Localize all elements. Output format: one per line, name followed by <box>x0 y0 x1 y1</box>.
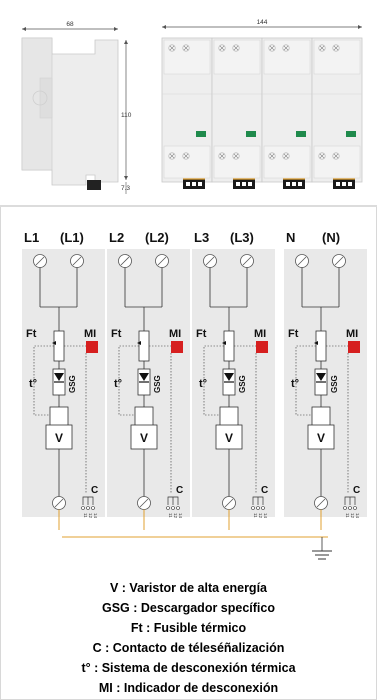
contact-pin-label: 11 <box>168 513 173 518</box>
dimension-height: 110 <box>121 112 132 119</box>
phase-label-paren: (N) <box>322 230 340 245</box>
contact-pin-label: 14 <box>178 513 183 519</box>
gsg-label: GSG <box>68 375 77 393</box>
legend-item: V : Varistor de alta energía <box>109 581 267 595</box>
phase-label-paren: (L2) <box>145 230 169 245</box>
gsg-arrester-icon <box>139 373 149 381</box>
contact-pin-label: 12 <box>88 513 93 519</box>
contact-label: C <box>353 485 360 496</box>
contact-label: C <box>176 485 183 496</box>
contact-label: C <box>91 485 98 496</box>
status-indicator-green <box>296 131 306 137</box>
contact-pin-label: 14 <box>93 513 98 519</box>
mi-label: MI <box>346 328 358 340</box>
legend-item: t° : Sistema de desconexión térmica <box>81 661 296 675</box>
ground-symbol-icon <box>312 550 332 560</box>
thermal-fuse <box>138 330 150 362</box>
dimension-base-offset: 7.3 <box>121 185 130 192</box>
contact-pin-label: 12 <box>258 513 263 519</box>
gsg-arrester-icon <box>224 373 234 381</box>
contact-pin-label: 12 <box>173 513 178 519</box>
legend-item: C : Contacto de téleséñalización <box>92 641 285 655</box>
contact-pin-label: 11 <box>345 513 350 518</box>
thermal-fuse <box>53 330 65 362</box>
front-module <box>261 37 313 189</box>
status-indicator-green <box>196 131 206 137</box>
front-view <box>161 37 363 189</box>
gsg-label: GSG <box>238 375 247 393</box>
varistor-label: V <box>317 431 325 445</box>
terminal-block <box>283 178 305 189</box>
front-module <box>311 37 363 189</box>
gsg-arrester-icon <box>54 373 64 381</box>
terminal-block <box>333 178 355 189</box>
status-indicator-green <box>346 131 356 137</box>
legend-item: Ft : Fusible térmico <box>130 621 247 635</box>
dimension-side-width: 68 <box>66 21 74 28</box>
t-label: t° <box>199 378 207 390</box>
dimension-front-width: 144 <box>257 19 268 26</box>
legend: V : Varistor de alta energía GSG : Desca… <box>0 578 377 698</box>
phase-label-paren: (L3) <box>230 230 254 245</box>
mi-label: MI <box>84 328 96 340</box>
mi-label: MI <box>254 328 266 340</box>
contact-pin-label: 12 <box>350 513 355 519</box>
thermal-fuse <box>223 330 235 362</box>
status-indicator-green <box>246 131 256 137</box>
legend-item: GSG : Descargador specífico <box>102 601 275 615</box>
varistor-label: V <box>225 431 233 445</box>
disconnect-indicator <box>348 341 360 353</box>
contact-label: C <box>261 485 268 496</box>
disconnect-indicator <box>171 341 183 353</box>
terminal-block <box>233 178 255 189</box>
contact-pin-label: 14 <box>263 513 268 519</box>
gsg-label: GSG <box>330 375 339 393</box>
ft-label: Ft <box>111 328 122 340</box>
mi-label: MI <box>169 328 181 340</box>
front-module <box>161 37 213 189</box>
front-module <box>211 37 263 189</box>
contact-pin-label: 14 <box>355 513 360 519</box>
contact-pin-label: 11 <box>253 513 258 518</box>
gsg-arrester-icon <box>316 373 326 381</box>
phase-label: L2 <box>109 230 124 245</box>
ft-label: Ft <box>26 328 37 340</box>
section-divider <box>0 205 377 207</box>
terminal-block <box>183 178 205 189</box>
phase-label-paren: (L1) <box>60 230 84 245</box>
side-terminal <box>87 180 101 190</box>
varistor <box>307 424 335 450</box>
phase-label: L1 <box>24 230 39 245</box>
t-label: t° <box>114 378 122 390</box>
dimension-drawing: 68 110 7.3 144 <box>0 0 377 205</box>
varistor <box>215 424 243 450</box>
logo-mark-icon <box>32 90 48 106</box>
varistor-label: V <box>140 431 148 445</box>
contact-pin-label: 11 <box>83 513 88 518</box>
ft-label: Ft <box>196 328 207 340</box>
phase-label: N <box>286 230 295 245</box>
phase-label: L3 <box>194 230 209 245</box>
varistor <box>45 424 73 450</box>
disconnect-indicator <box>256 341 268 353</box>
t-label: t° <box>291 378 299 390</box>
gsg-label: GSG <box>153 375 162 393</box>
side-view <box>21 37 119 190</box>
thermal-fuse <box>315 330 327 362</box>
legend-item: MI : Indicador de desconexión <box>98 681 279 695</box>
varistor-label: V <box>55 431 63 445</box>
disconnect-indicator <box>86 341 98 353</box>
ft-label: Ft <box>288 328 299 340</box>
t-label: t° <box>29 378 37 390</box>
